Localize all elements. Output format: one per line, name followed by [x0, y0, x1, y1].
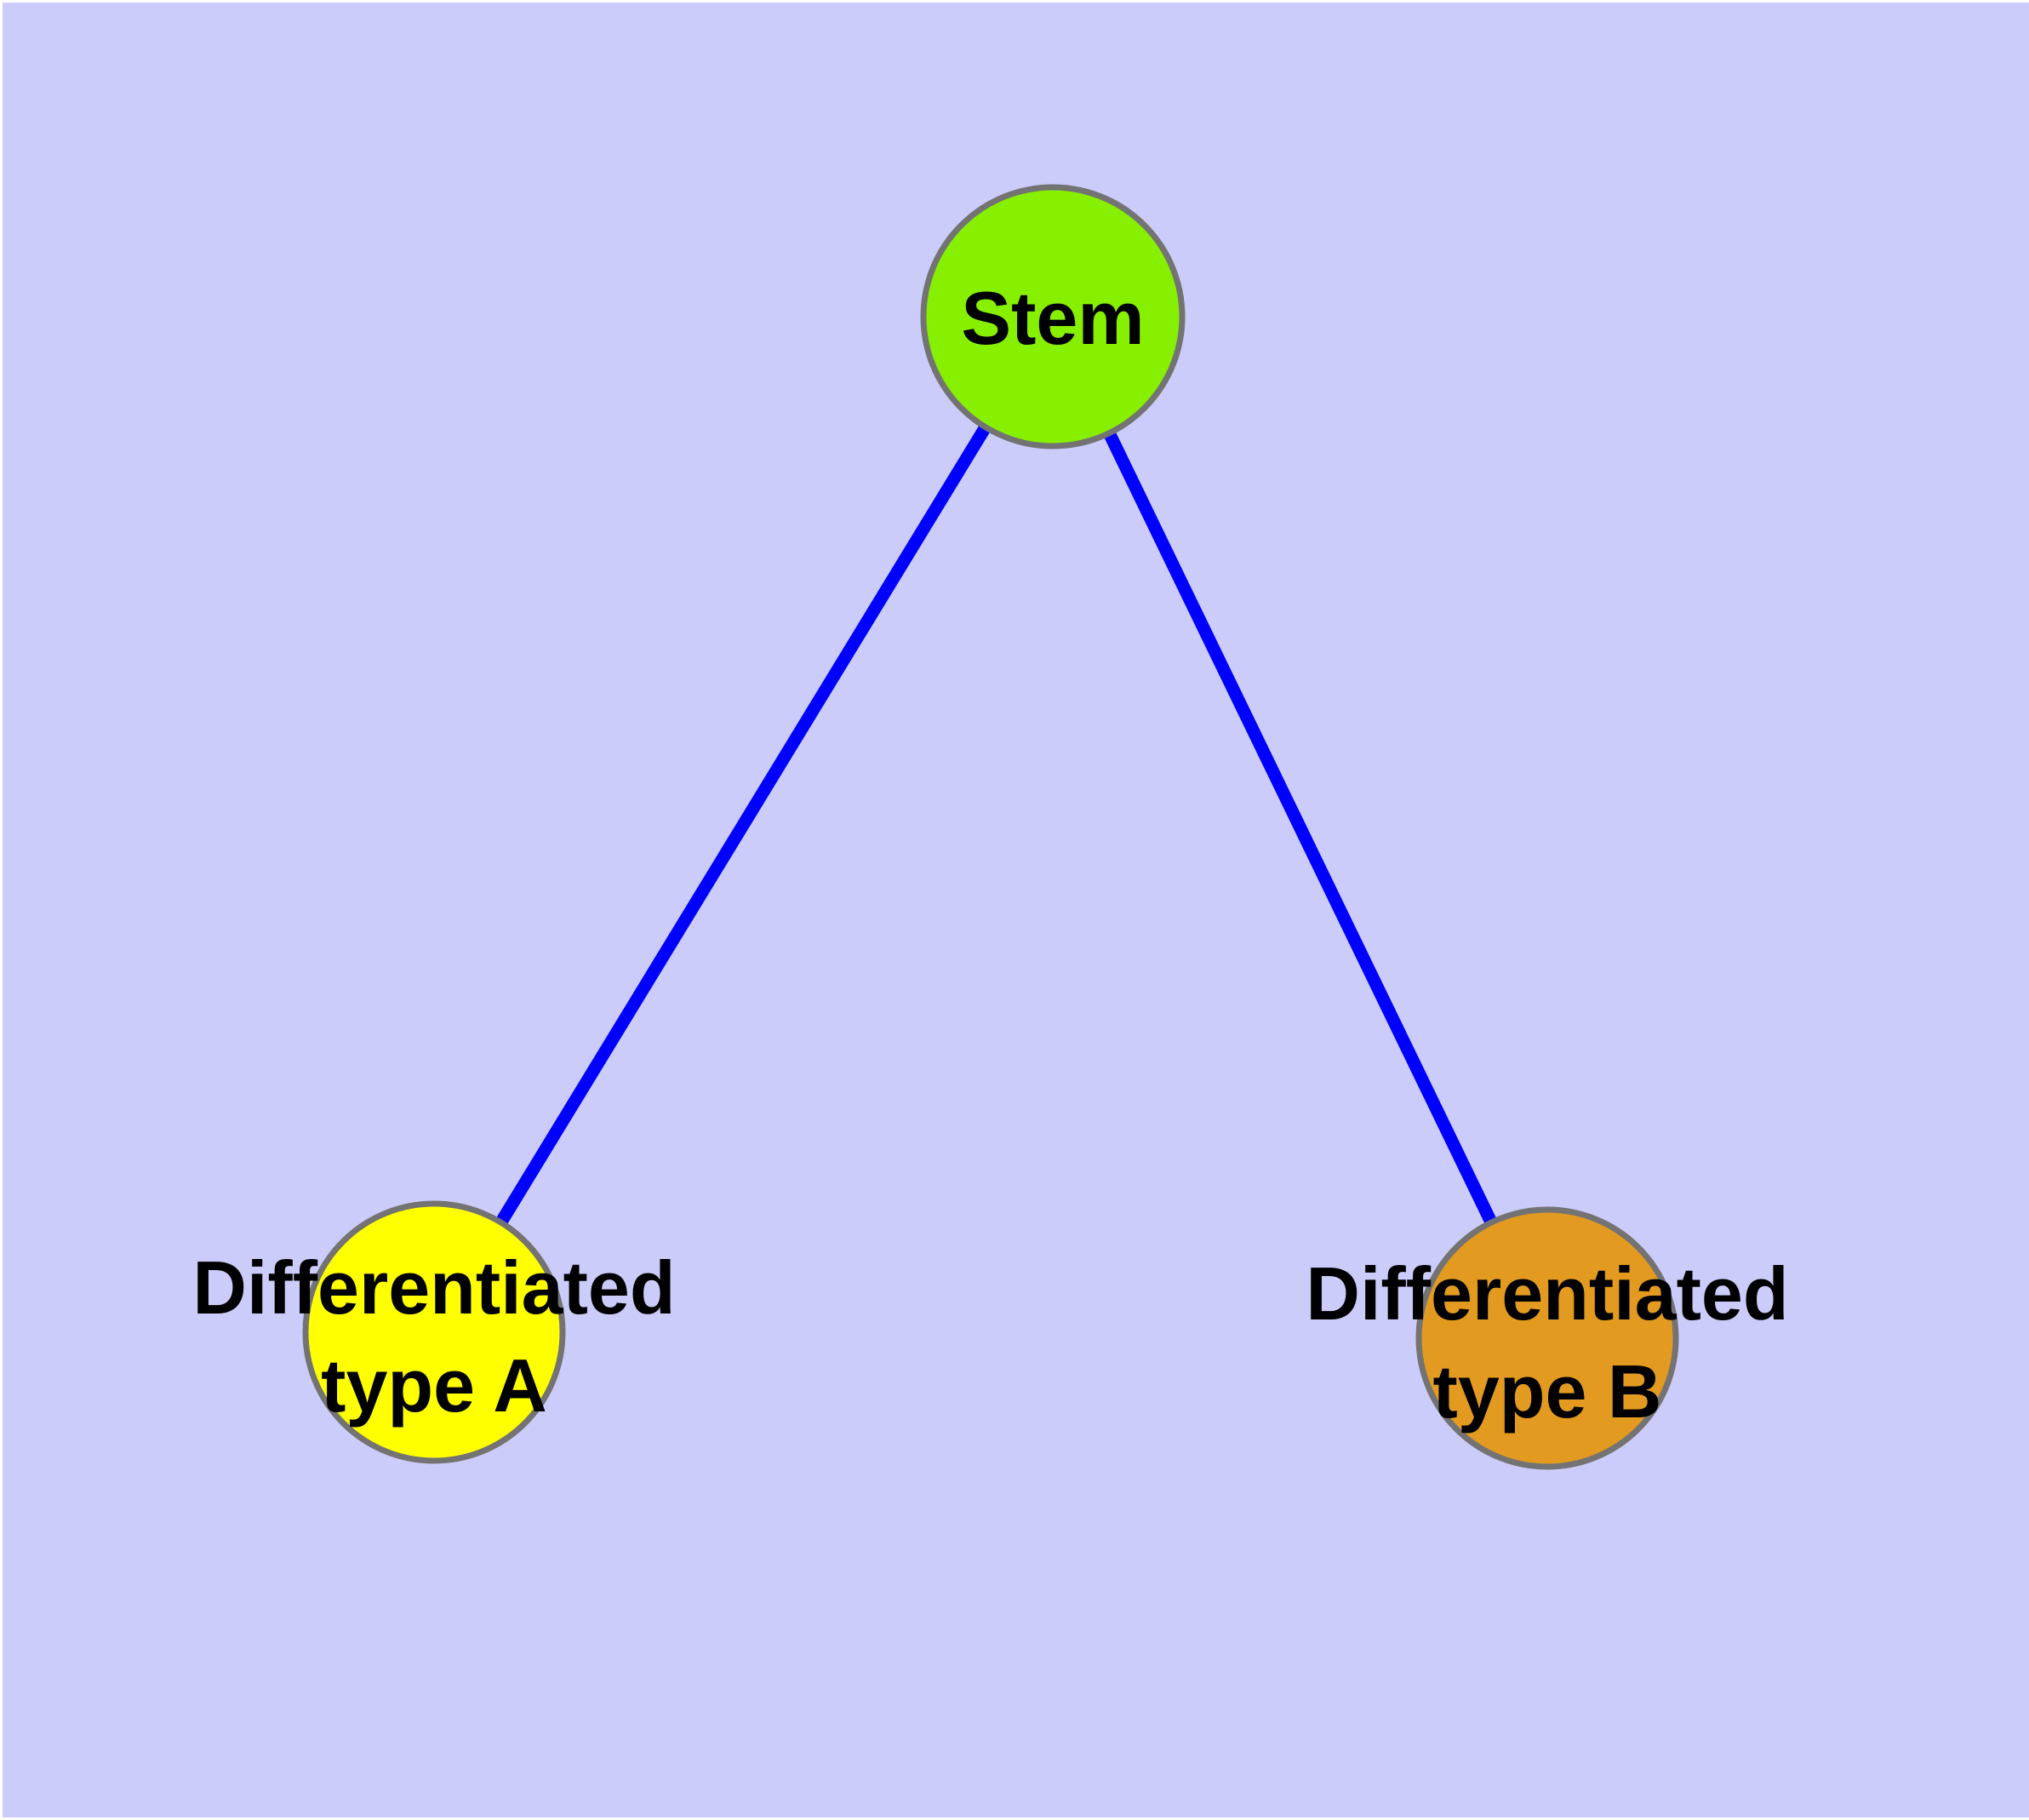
node-stem-circle: [920, 184, 1186, 449]
node-type-b-label-line1: Differentiated: [1306, 1251, 1788, 1336]
edge-stem-to-type-b: [1047, 313, 1553, 1342]
node-stem-label: Stem: [961, 276, 1144, 360]
node-type-a-label-line2: type A: [321, 1343, 547, 1428]
node-type-a-circle: [302, 1200, 566, 1464]
node-type-b-label-line2: type B: [1433, 1349, 1662, 1434]
node-type-b-circle: [1415, 1206, 1679, 1470]
edge-stem-to-type-a: [428, 313, 1059, 1336]
node-type-a-label-line1: Differentiated: [192, 1245, 675, 1330]
